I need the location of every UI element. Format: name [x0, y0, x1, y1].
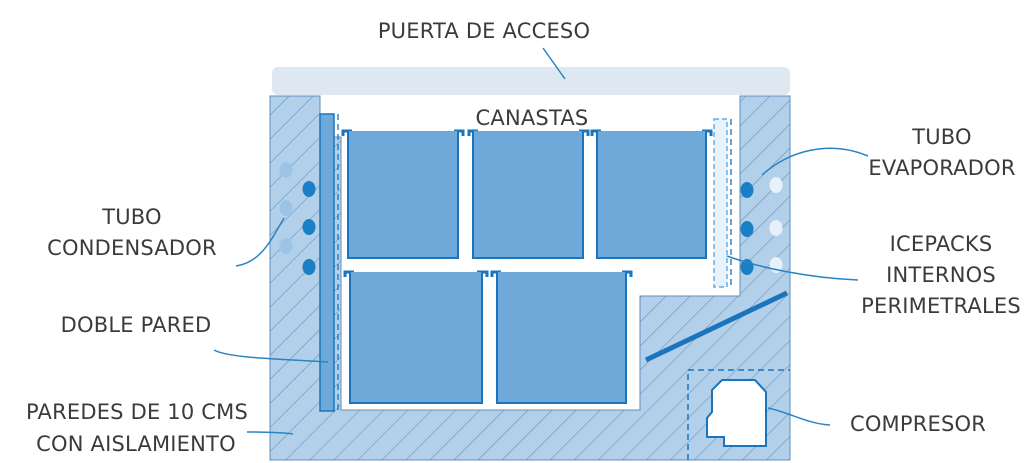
- label-evaporator-line1: TUBO: [911, 125, 972, 149]
- leader-compressor: [767, 407, 831, 426]
- basket-top-2: [467, 129, 590, 259]
- evaporator-plate: [644, 290, 789, 363]
- compressor-icon: [706, 379, 767, 447]
- leader-evaporator: [761, 147, 869, 176]
- label-walls-line2: CON AISLAMIENTO: [36, 432, 236, 456]
- label-condenser-line1: TUBO: [101, 205, 162, 229]
- double-wall-panel: [319, 113, 335, 412]
- basket-bottom-2: [490, 270, 633, 404]
- label-evaporator-line2: EVAPORADOR: [868, 156, 1015, 180]
- label-baskets: CANASTAS: [476, 106, 589, 130]
- label-walls-line1: PAREDES DE 10 CMS: [26, 400, 248, 424]
- leader-walls: [246, 431, 294, 435]
- access-door: [272, 67, 790, 95]
- label-double-wall: DOBLE PARED: [61, 313, 212, 337]
- condenser-tubes: [279, 162, 316, 275]
- icepack-panel: [713, 118, 728, 288]
- basket-bottom-1: [343, 270, 489, 404]
- label-compressor: COMPRESOR: [850, 412, 986, 436]
- label-icepacks-line2: INTERNOS: [886, 263, 996, 287]
- label-door: PUERTA DE ACCESO: [378, 19, 590, 43]
- leader-door: [542, 47, 566, 80]
- basket-top-3: [590, 129, 713, 259]
- leader-condenser: [235, 217, 285, 267]
- label-icepacks-line3: PERIMETRALES: [861, 294, 1021, 318]
- label-icepacks-line1: ICEPACKS: [890, 232, 993, 256]
- leader-double-wall: [213, 349, 329, 363]
- leader-icepacks: [726, 255, 859, 281]
- label-condenser-line2: CONDENSADOR: [47, 236, 217, 260]
- compressor-compartment: [687, 369, 790, 460]
- basket-top-1: [341, 129, 465, 259]
